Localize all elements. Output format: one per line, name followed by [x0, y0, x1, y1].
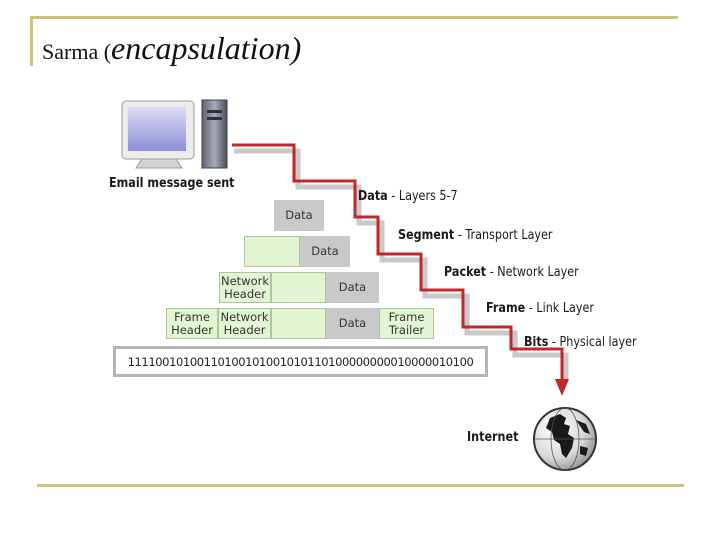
data-block-row4: Data: [326, 308, 379, 339]
step-bits-label: Bits - Physical layer: [524, 335, 637, 350]
slide-frame-bottom: [37, 484, 684, 487]
segment-header-block-row3: [271, 272, 326, 303]
globe-landmass: [546, 414, 574, 458]
slide-frame-top: [30, 16, 678, 19]
computer-icon: [121, 99, 228, 169]
tower-drive: [207, 110, 222, 113]
step-data-desc: - Layers 5-7: [387, 189, 458, 204]
step-packet-name: Packet: [444, 265, 487, 280]
monitor-stand: [135, 158, 183, 169]
data-block-row2: Data: [300, 236, 350, 267]
step-segment-label: Segment - Transport Layer: [398, 228, 553, 243]
frame-header-block: Frame Header: [166, 308, 218, 339]
slide-frame-left: [30, 16, 33, 66]
tower-drive-2: [207, 117, 222, 120]
slide-title: Sarma (encapsulation): [42, 30, 301, 67]
step-bits-name: Bits: [524, 335, 549, 350]
network-header-block-row4: Network Header: [218, 308, 271, 339]
path-arrowhead: [555, 379, 569, 396]
bitstream-block: 1111001010011010010100101011010000000001…: [113, 346, 488, 377]
step-data-name: Data: [358, 189, 388, 204]
globe-landmass-3: [580, 446, 588, 456]
network-header-block-row3: Network Header: [219, 272, 271, 303]
monitor-screen: [128, 107, 186, 151]
segment-header-block-row4: [271, 308, 326, 339]
globe-landmass-2: [576, 420, 590, 434]
path-line: [232, 143, 564, 380]
step-data-label: Data - Layers 5-7: [358, 189, 458, 204]
step-packet-desc: - Network Layer: [486, 265, 579, 280]
step-packet-label: Packet - Network Layer: [444, 265, 579, 280]
data-block-row1: Data: [274, 200, 324, 231]
email-sent-label: Email message sent: [109, 176, 235, 191]
internet-label: Internet: [467, 430, 519, 445]
data-block-row3: Data: [326, 272, 379, 303]
step-frame-label: Frame - Link Layer: [486, 301, 594, 316]
slide-title-prefix: Sarma (: [42, 39, 112, 64]
globe-icon: [533, 407, 597, 471]
step-segment-desc: - Transport Layer: [454, 228, 553, 243]
frame-trailer-block: Frame Trailer: [379, 308, 434, 339]
step-bits-desc: - Physical layer: [548, 335, 637, 350]
segment-header-block: [244, 236, 300, 267]
step-frame-desc: - Link Layer: [525, 301, 594, 316]
step-frame-name: Frame: [486, 301, 526, 316]
slide-title-main: encapsulation): [111, 30, 302, 66]
step-segment-name: Segment: [398, 228, 455, 243]
